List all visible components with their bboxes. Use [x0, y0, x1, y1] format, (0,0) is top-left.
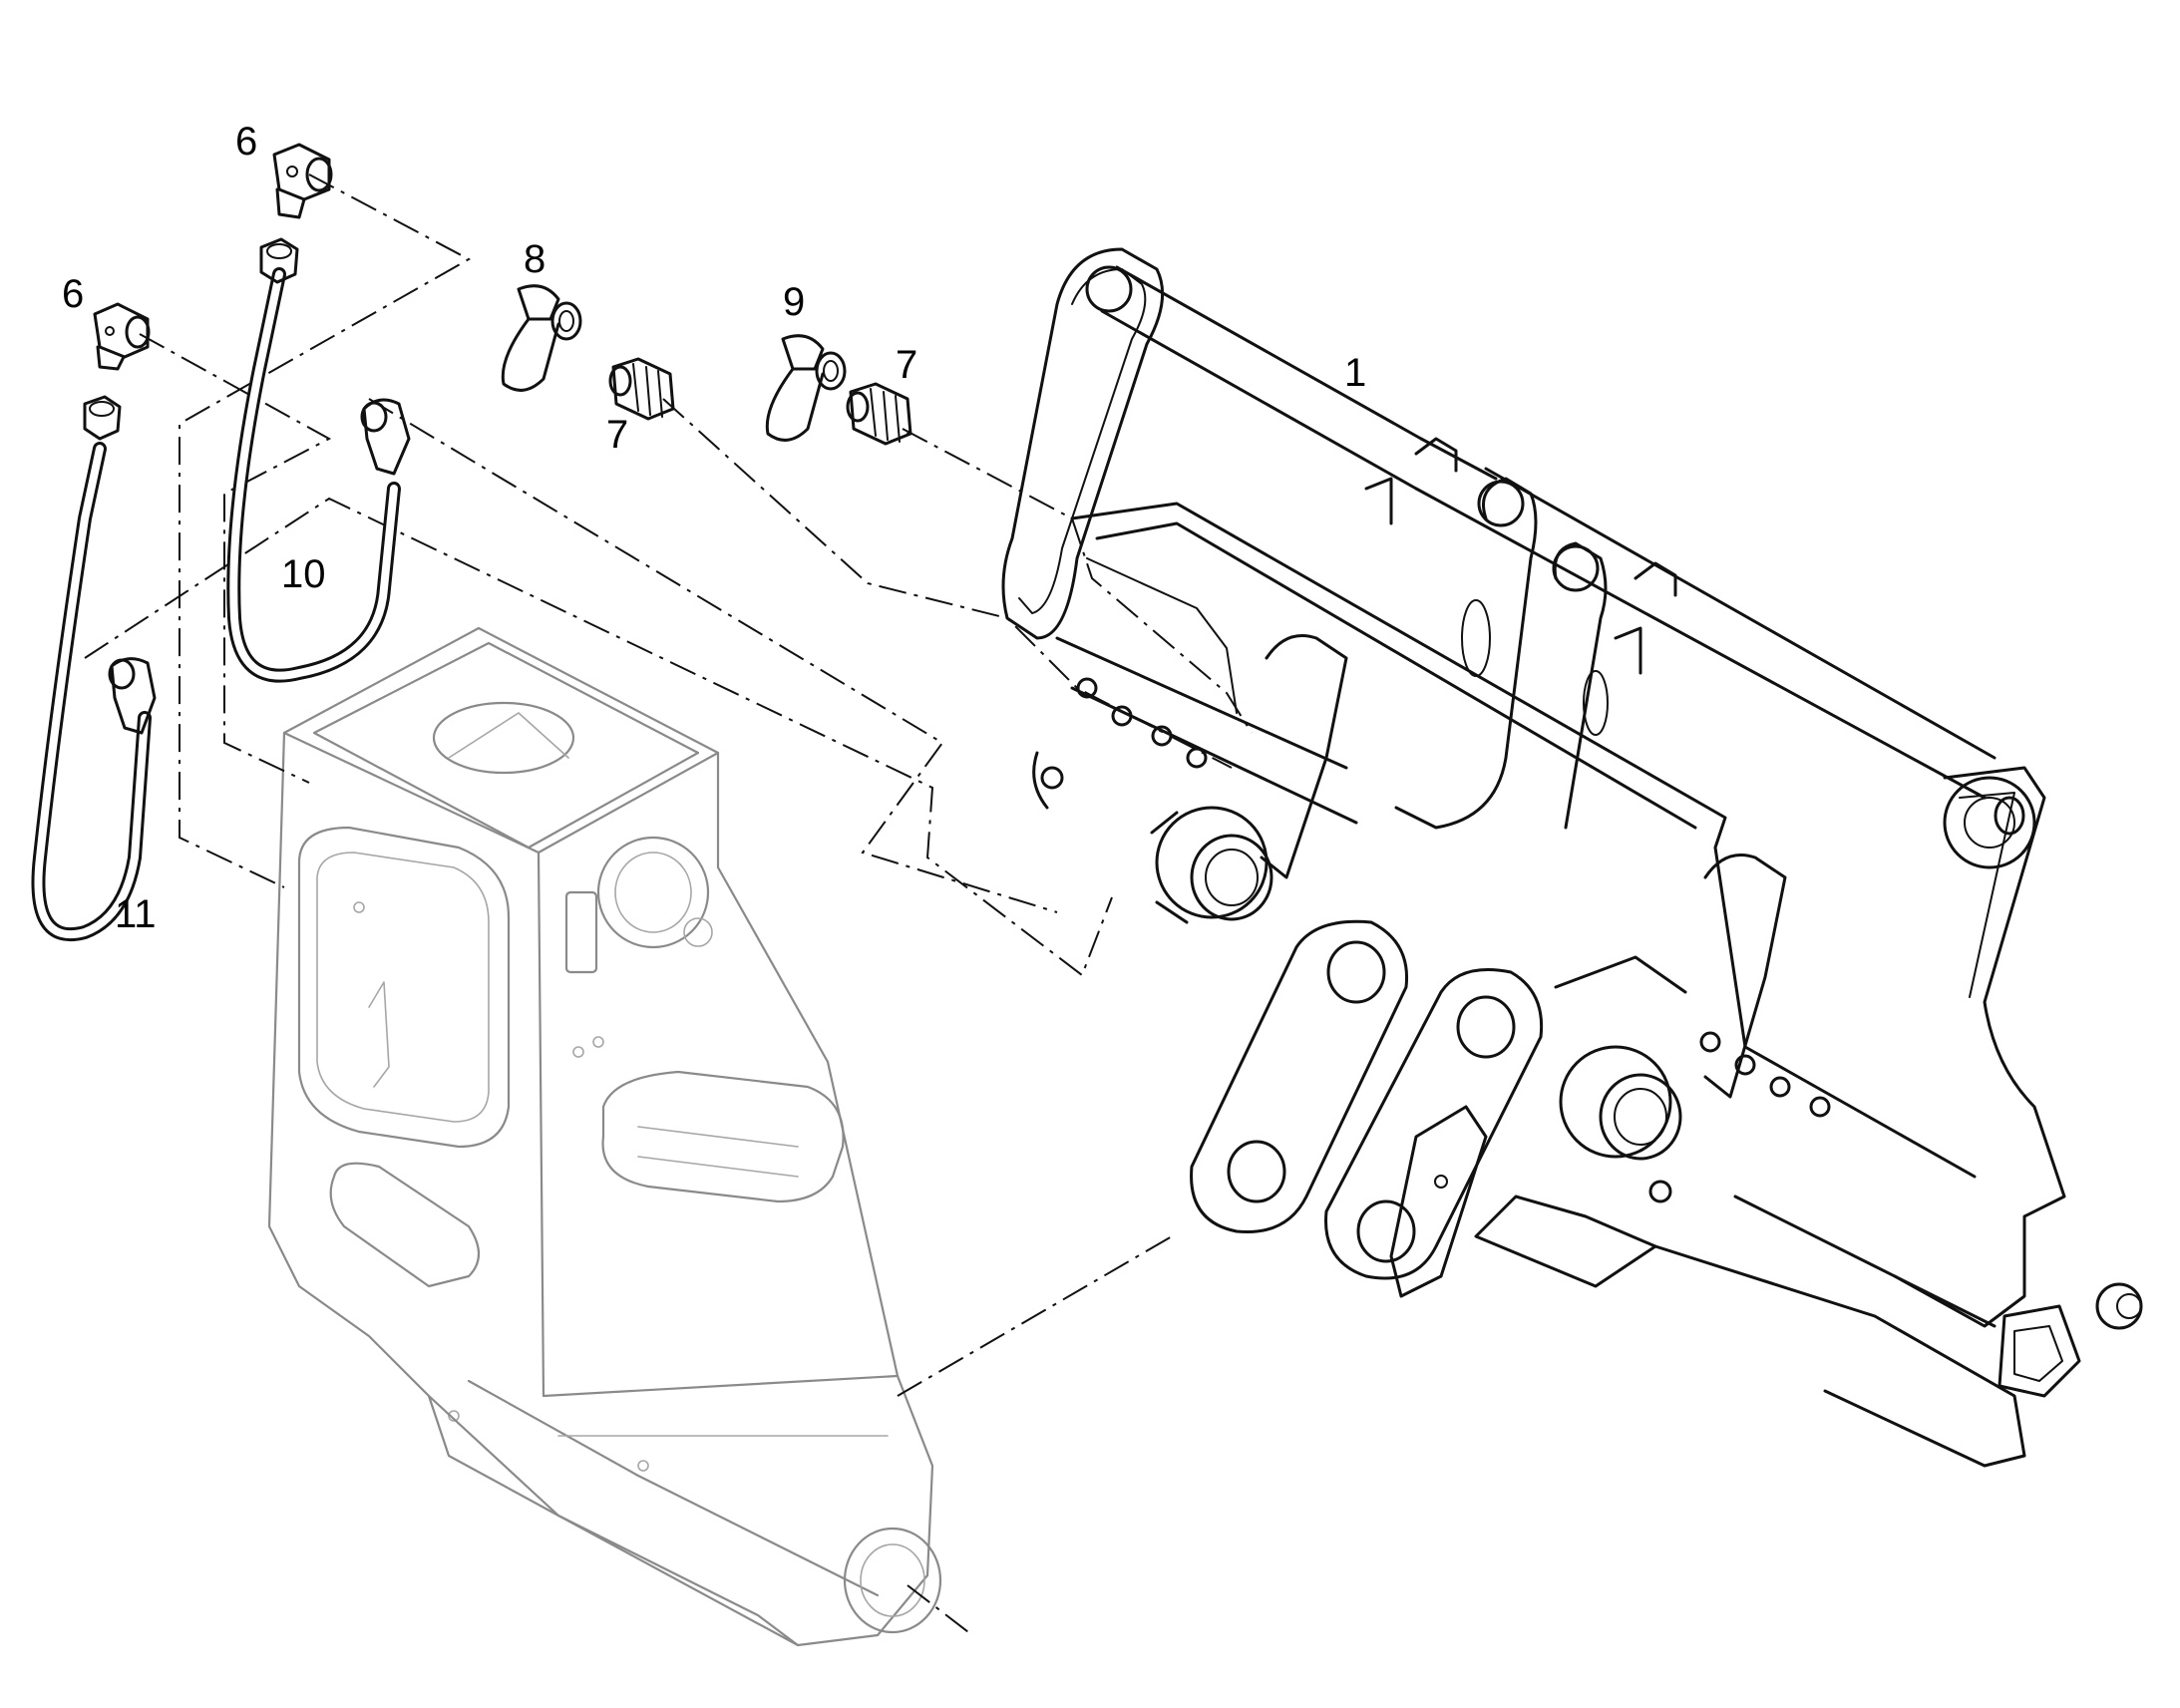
leader-7a [907, 430, 910, 435]
hose-11-end-fitting [108, 657, 157, 735]
hose-10-nut [259, 237, 299, 284]
callout-part-10: 10 [281, 552, 326, 596]
callout-part-7-left: 7 [606, 413, 629, 457]
hose-11-nut [83, 395, 122, 441]
callout-part-6-lower: 6 [62, 272, 85, 316]
dust-cap-8 [501, 284, 582, 392]
elbow-fitting-lower [93, 302, 151, 371]
hose-11 [31, 442, 152, 942]
callout-part-1: 1 [1344, 351, 1367, 395]
quick-coupling-7b [846, 382, 912, 446]
quick-coupling-7a [608, 357, 675, 421]
callout-part-6-upper: 6 [235, 120, 258, 164]
callout-part-7-right: 7 [896, 343, 918, 387]
callout-part-8: 8 [524, 237, 546, 281]
quick-hitch-frame [1001, 247, 2143, 1468]
dust-cap-9 [765, 334, 847, 442]
callout-part-9: 9 [783, 280, 806, 324]
callout-part-11: 11 [115, 892, 157, 936]
boom-arm-housing [267, 626, 942, 1647]
hose-10 [226, 267, 401, 683]
hose-10-end-fitting [360, 398, 411, 476]
elbow-fitting-upper [272, 143, 333, 219]
